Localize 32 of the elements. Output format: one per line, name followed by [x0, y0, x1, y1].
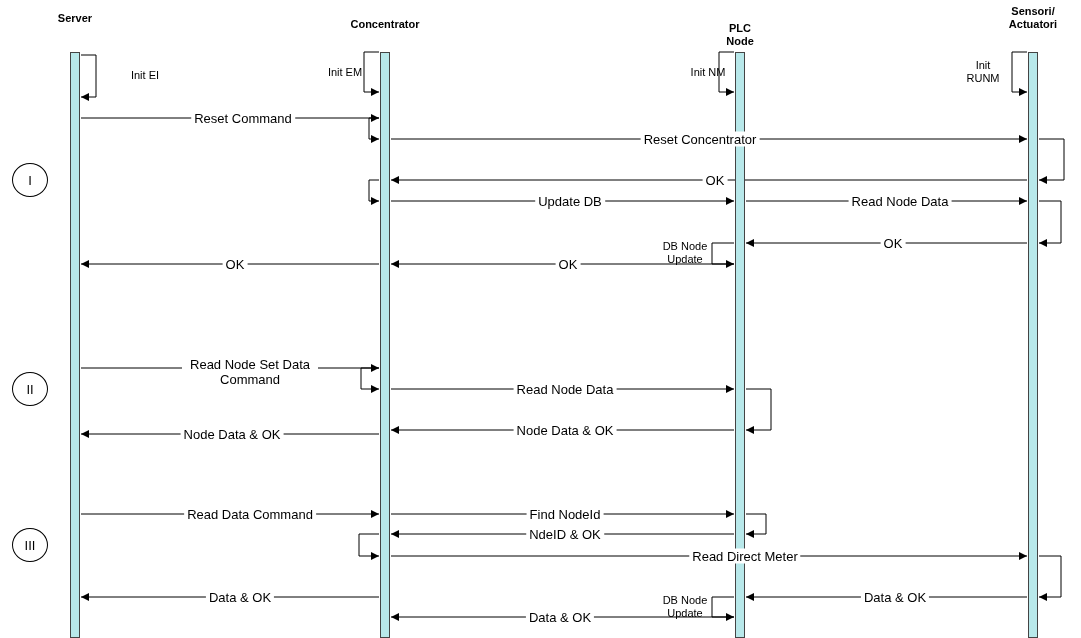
self-message-arrow	[1038, 138, 1065, 184]
message-label: Init EM	[327, 65, 363, 79]
message-label: Init EI	[129, 68, 161, 82]
message-arrow	[390, 260, 735, 268]
message-arrow	[745, 239, 1028, 247]
message-label: DB Node Update	[661, 594, 709, 620]
self-message-arrow	[368, 179, 380, 205]
self-message-arrow	[360, 367, 380, 393]
self-message-arrow	[745, 513, 767, 538]
lifeline-title: Server	[56, 12, 94, 25]
message-arrow	[80, 260, 380, 268]
self-message-arrow	[1011, 51, 1028, 96]
self-message-arrow	[718, 51, 735, 96]
self-message-arrow	[745, 388, 772, 434]
lifeline-title: Sensori/ Actuatori	[1007, 5, 1059, 31]
message-label: Init RUNM	[965, 59, 1001, 85]
message-label: Read Node Set Data Command	[182, 357, 318, 387]
self-message-arrow	[358, 533, 380, 560]
self-message-arrow	[1038, 200, 1062, 247]
message-label: DB Node Update	[661, 240, 709, 266]
self-message-arrow	[363, 51, 380, 96]
message-arrow	[390, 176, 1028, 184]
self-message-arrow	[368, 117, 380, 143]
self-message-arrow	[711, 596, 735, 621]
lifeline-title: Concentrator	[349, 18, 421, 31]
message-label: Init NM	[690, 65, 726, 79]
self-message-arrow	[711, 242, 735, 268]
message-label: Read Direct Meter	[689, 548, 801, 564]
self-message-arrow	[80, 54, 97, 101]
lifeline-title: PLC Node	[725, 22, 755, 48]
self-message-arrow	[1038, 555, 1062, 601]
message-label: Reset Concentrator	[640, 131, 760, 147]
